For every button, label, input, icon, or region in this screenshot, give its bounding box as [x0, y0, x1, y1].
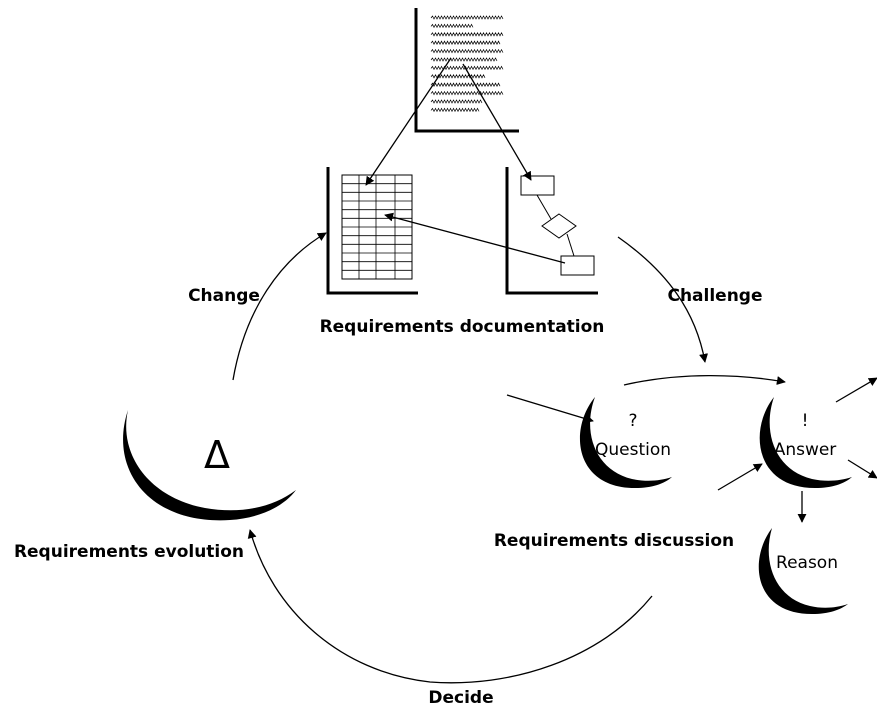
flowchart-box-bottom: [560, 255, 595, 276]
document-text-line: [430, 40, 501, 45]
incoming-answer-arrow: [717, 463, 763, 491]
flowchart-diamond: [541, 213, 577, 239]
document-text-line: [430, 57, 498, 62]
flowchart-document-icon: [505, 167, 598, 295]
discussion-label: Requirements discussion: [494, 531, 734, 551]
doc-to-flowchart-arrow: [462, 63, 532, 181]
decide-label: Decide: [428, 688, 493, 708]
table-document-icon: [326, 167, 418, 295]
doc-to-table-arrow: [365, 57, 452, 186]
decide-arrow: [247, 529, 653, 684]
incoming-question-arrow: [506, 394, 594, 423]
answer-symbol: !: [802, 411, 809, 431]
challenge-label: Challenge: [667, 286, 762, 306]
question-to-answer-arrow: [623, 374, 786, 386]
question-label: Question: [595, 440, 671, 460]
document-text-line: [430, 32, 504, 37]
document-text-line: [430, 48, 504, 54]
answer-outgoing-arrow-up: [835, 377, 877, 403]
document-text-line: [430, 65, 504, 71]
documentation-label: Requirements documentation: [320, 317, 605, 337]
answer-node: ! Answer: [759, 397, 852, 488]
reason-node: Reason: [758, 528, 848, 614]
flowchart-box-top: [520, 175, 555, 196]
document-text-line: [430, 82, 501, 87]
text-document-icon: [414, 8, 519, 133]
document-text-line: [430, 107, 480, 113]
document-text-line: [430, 15, 504, 20]
document-text-line: [430, 74, 486, 79]
answer-outgoing-arrow-down: [847, 459, 877, 479]
document-text-line: [430, 99, 483, 104]
flowchart-to-table-arrow: [384, 212, 566, 264]
question-symbol: ?: [628, 411, 637, 431]
document-text-lines: [430, 15, 504, 113]
evolution-label: Requirements evolution: [14, 542, 244, 562]
question-node: ? Question: [579, 397, 672, 488]
change-label: Change: [188, 286, 260, 306]
answer-label: Answer: [774, 440, 837, 460]
reason-label: Reason: [776, 553, 838, 573]
document-text-line: [430, 90, 504, 96]
change-arrow: [232, 232, 327, 381]
table-grid: [341, 174, 413, 280]
evolution-node: Δ: [123, 410, 296, 521]
delta-symbol: Δ: [204, 433, 230, 477]
document-text-line: [430, 23, 474, 29]
challenge-arrow: [617, 236, 708, 363]
